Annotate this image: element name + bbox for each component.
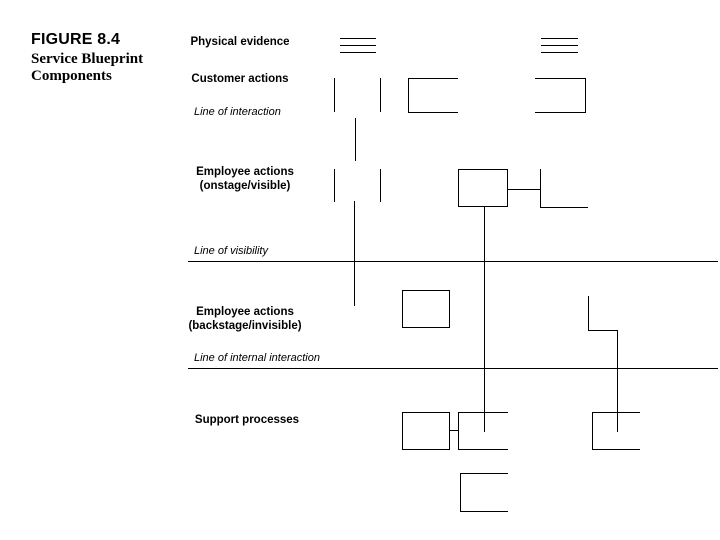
evidence-rule — [541, 52, 578, 53]
evidence-rule — [340, 52, 376, 53]
connector-support-left-to-center — [450, 430, 459, 431]
evidence-rule — [340, 45, 376, 46]
evidence-rule — [340, 38, 376, 39]
connector-spine-center — [484, 207, 485, 432]
process-box-customer-left — [408, 78, 458, 113]
connector-spine-left — [354, 201, 355, 306]
connector-spine-right — [617, 330, 618, 432]
process-box-support-bottom — [460, 473, 508, 512]
connector-tick-onstage-left — [334, 169, 335, 202]
connector-onstage-bottom-right — [540, 207, 588, 208]
connector-backstage-elbow — [588, 330, 618, 331]
row-label-customer-actions: Customer actions — [191, 73, 289, 85]
figure-number: FIGURE 8.4 — [31, 31, 121, 48]
figure-caption: FIGURE 8.4 Service Blueprint Components — [31, 31, 171, 85]
connector-tick-customer-left — [334, 78, 335, 112]
process-box-support-right — [592, 412, 640, 450]
process-box-support-center — [458, 412, 508, 450]
process-box-backstage-left — [402, 290, 450, 328]
connector-line-of-interaction-drop — [355, 118, 356, 161]
separator-rule-line-of-visibility — [188, 261, 718, 262]
separator-label-line-of-visibility: Line of visibility — [194, 245, 268, 257]
evidence-rule — [541, 38, 578, 39]
row-label-employee-onstage: Employee actions (onstage/visible) — [196, 166, 294, 192]
figure-title: Service Blueprint Components — [31, 51, 144, 84]
connector-tick-onstage-right — [380, 169, 381, 202]
process-box-onstage — [458, 169, 508, 207]
connector-onstage-to-right — [508, 189, 540, 190]
connector-tick-customer-right — [380, 78, 381, 112]
process-box-support-left — [402, 412, 450, 450]
evidence-mark-right — [541, 38, 578, 53]
row-label-support-processes: Support processes — [194, 414, 300, 426]
separator-label-line-of-interaction: Line of interaction — [194, 106, 281, 118]
process-box-customer-right — [535, 78, 586, 113]
evidence-rule — [541, 45, 578, 46]
connector-tick-onstage-far-right — [540, 169, 541, 207]
separator-label-line-of-internal-interaction: Line of internal interaction — [194, 352, 320, 364]
connector-tick-backstage-right — [588, 296, 589, 330]
evidence-mark-left — [340, 38, 376, 53]
row-label-employee-backstage: Employee actions (backstage/invisible) — [188, 306, 302, 332]
separator-rule-line-of-internal-interaction — [188, 368, 718, 369]
row-label-physical-evidence: Physical evidence — [190, 36, 290, 48]
